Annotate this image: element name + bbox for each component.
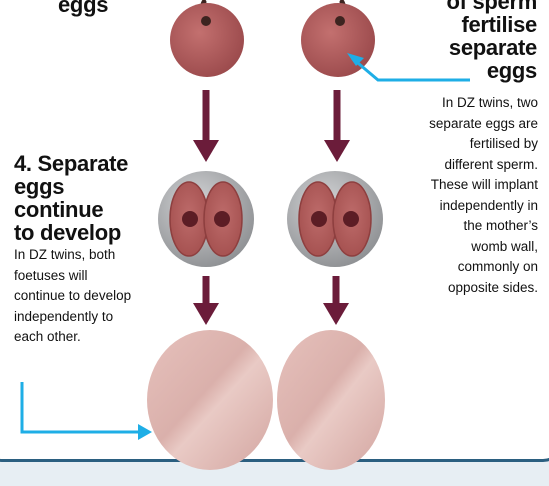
dividing-cell-left — [158, 171, 254, 267]
down-arrow-icon — [193, 276, 349, 325]
heading-line: 4. Separate — [14, 152, 128, 175]
body-line: the mother’s — [368, 216, 538, 237]
body-line: In DZ twins, both — [14, 245, 164, 266]
heading-line: to develop — [14, 221, 128, 244]
step-4-heading: 4. Separate eggs continue to develop — [14, 152, 128, 244]
body-line: independently to — [14, 307, 164, 328]
egg-right — [301, 3, 375, 77]
egg-left — [170, 3, 244, 77]
step-heading-fragment: eggs — [58, 0, 108, 16]
heading-line: continue — [14, 198, 128, 221]
pointer-arrow-icon — [22, 382, 152, 440]
body-line: womb wall, — [368, 237, 538, 258]
body-line: independently in — [368, 196, 538, 217]
body-line: different sperm. — [368, 155, 538, 176]
foetus-sac-left — [147, 330, 273, 470]
heading-line: eggs — [377, 59, 537, 82]
body-line: These will implant — [368, 175, 538, 196]
body-line: In DZ twins, two — [368, 93, 538, 114]
body-line: each other. — [14, 327, 164, 348]
heading-line: fertilise — [377, 13, 537, 36]
body-line: separate eggs are — [368, 114, 538, 135]
body-line: continue to develop — [14, 286, 164, 307]
foetus-sac-right — [277, 330, 385, 470]
step-4-description: In DZ twins, both foetuses will continue… — [14, 245, 164, 348]
body-line: fertilised by — [368, 134, 538, 155]
body-line: commonly on — [368, 257, 538, 278]
down-arrow-icon — [193, 90, 350, 162]
heading-line: eggs — [14, 175, 128, 198]
body-line: opposite sides. — [368, 278, 538, 299]
heading-line: separate — [377, 36, 537, 59]
body-line: foetuses will — [14, 266, 164, 287]
step-3-heading: of sperm fertilise separate eggs — [377, 0, 537, 82]
step-3-description: In DZ twins, two separate eggs are ferti… — [368, 93, 538, 298]
